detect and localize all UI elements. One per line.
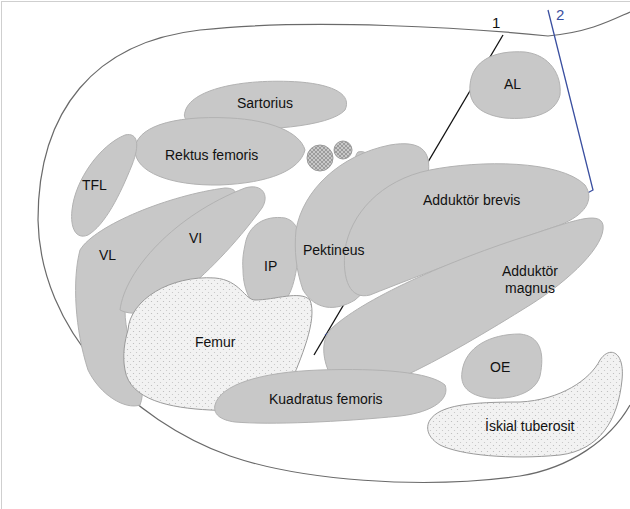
muscle-section: AL	[467, 49, 562, 120]
section-outline	[321, 216, 605, 387]
muscle-section: Kuadratus femoris	[212, 367, 448, 425]
structure-label: TFL	[82, 177, 107, 194]
structure-label: Adduktör brevis	[423, 192, 520, 209]
muscle-section: OE	[459, 332, 544, 401]
vessel	[334, 141, 352, 159]
thigh-outline	[38, 12, 630, 482]
structure-label: Rektus femoris	[165, 147, 258, 164]
structure-label: VL	[99, 247, 116, 264]
structure-label: AL	[504, 76, 521, 93]
callout-number: 2	[556, 6, 564, 23]
structure-label: Adduktör magnus	[492, 263, 568, 297]
structure-label: OE	[490, 359, 510, 376]
section-outline	[425, 350, 624, 459]
structure-label: IP	[264, 258, 277, 275]
structure-label: Pektineus	[303, 242, 364, 259]
structure-label: Kuadratus femoris	[269, 391, 383, 408]
bone-section: İskial tuberosit	[425, 350, 624, 459]
structure-label: Sartorius	[237, 95, 293, 112]
structure-label: VI	[189, 230, 202, 247]
muscle-section: Adduktör magnus	[321, 216, 605, 387]
structure-label: İskial tuberosit	[485, 418, 574, 435]
structure-label: Femur	[195, 334, 235, 351]
vessel	[307, 145, 333, 171]
callout-number: 1	[492, 14, 500, 31]
muscle-section: Rektus femoris	[133, 115, 307, 187]
